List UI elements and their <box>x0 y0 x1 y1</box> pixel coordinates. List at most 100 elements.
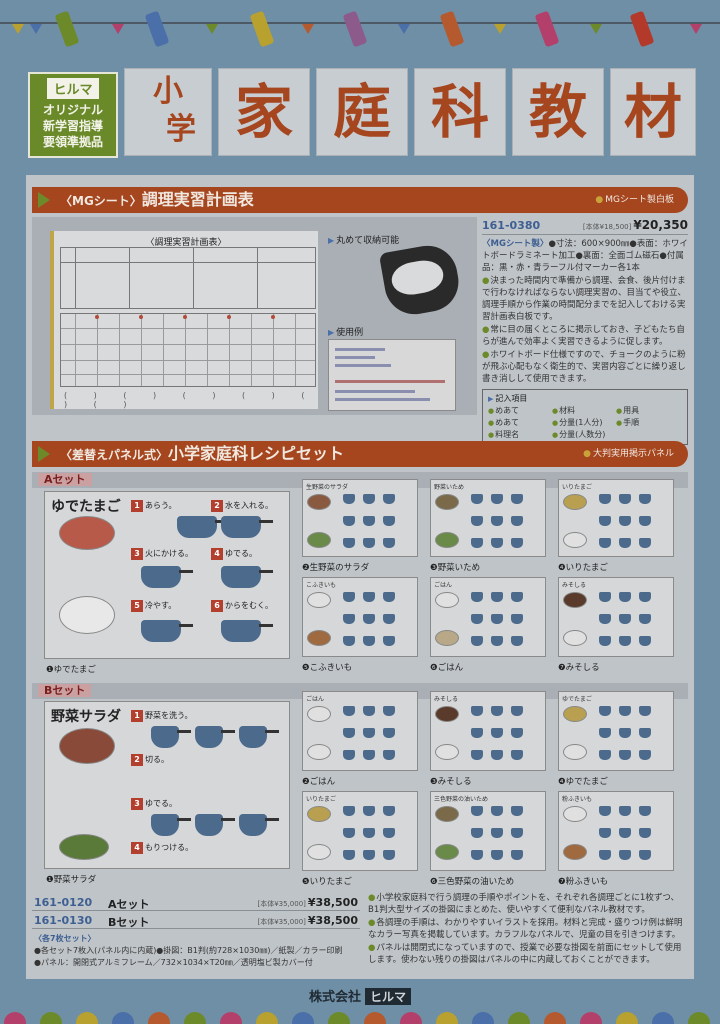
recipe-card: 粉ふきいも <box>558 791 674 871</box>
mg-price-note: [本体¥18,500] <box>582 223 632 231</box>
legend-item: 分量(人数分) <box>552 429 616 441</box>
mg-price-line: 161-0380 [本体¥18,500]¥20,350 <box>482 217 688 235</box>
recipe-card: こふきいも <box>302 577 418 657</box>
legend-item: 分量(1人分) <box>552 417 616 429</box>
recipe-note: 各調理の手順は、わかりやすいイラストを採用。材料と完成・盛りつけ例は鮮明なカラー… <box>368 917 688 941</box>
triangle-icon <box>38 192 50 208</box>
pot-icon <box>221 620 273 642</box>
triangle-icon <box>38 446 50 462</box>
legend-item: めあて <box>488 405 552 417</box>
recipe-caption: ❷生野菜のサラダ <box>302 563 370 573</box>
rolled-sheet-image <box>378 241 464 319</box>
recipe-caption: ❹いりたまご <box>558 563 608 573</box>
recipe-caption: ❻ごはん <box>430 663 464 673</box>
flag-icon <box>590 24 602 34</box>
price-row-a: 161-0120 Aセット [本体¥35,000]¥38,500 <box>32 895 360 911</box>
flag-icon <box>494 24 506 34</box>
clothespin-icon <box>54 10 80 48</box>
mg-product-code: 161-0380 <box>482 219 541 232</box>
company-brand: ヒルマ <box>365 988 412 1005</box>
recipe-caption: ❸みそしる <box>430 777 472 787</box>
mg-spec-text: ●寸法：600×900㎜●表面：ホワイトボードラミネート加工●裏面：全面ゴム磁石… <box>482 239 688 273</box>
logo-brand: ヒルマ <box>47 78 99 99</box>
recipe-note: パネルは開閉式になっていますので、授業で必要な掛図を前面にセットして使用します。… <box>368 942 688 966</box>
planning-sheet: 〈調理実習計画表〉 <box>50 231 318 409</box>
recipe-card: みそしる <box>430 691 546 771</box>
mg-bullet: ホワイトボード仕様ですので、チョークのように粉が飛ぶ心配もなく衛生的で、実習内容… <box>482 349 688 385</box>
recipe-card: いりたまご <box>302 791 418 871</box>
recipe-section-prefix: 〈差替えパネル式〉 <box>60 448 169 462</box>
title-char: 学 <box>166 112 196 147</box>
product-price: [本体¥35,000]¥38,500 <box>257 914 358 927</box>
recipe-caption: ❸野菜いため <box>430 563 481 573</box>
recipe-caption: ❼粉ふきいも <box>558 877 609 887</box>
pot-icon <box>141 566 193 588</box>
legend-item: めあて <box>488 417 552 429</box>
recipe-section-bar: 〈差替えパネル式〉小学家庭科レシピセット 大判実用掲示パネル <box>32 441 688 467</box>
sheet-timeline-grid <box>60 313 316 387</box>
flag-icon <box>398 24 410 34</box>
pot-icon <box>195 726 235 748</box>
set-spec-title: 〈各7枚セット〉 <box>34 934 96 943</box>
mg-image-area: 〈調理実習計画表〉 <box>32 217 477 415</box>
mg-spec: 〈MGシート製〉●寸法：600×900㎜●表面：ホワイトボードラミネート加工●裏… <box>482 238 688 274</box>
flag-icon <box>690 24 702 34</box>
title-tile: 家 <box>218 68 310 156</box>
legend-item: 手順 <box>616 417 680 429</box>
recipe-card: みそしる <box>558 577 674 657</box>
mg-section-bar: 〈MGシート〉調理実習計画表 MGシート製白板 <box>32 187 688 213</box>
flag-icon <box>206 24 218 34</box>
original-logo: ヒルマ オリジナル 新学習指導 要領準拠品 <box>28 72 118 158</box>
sheet-top-grid <box>60 247 316 309</box>
recipe-caption: ❷ごはん <box>302 777 336 787</box>
footer-decoration <box>0 1010 720 1024</box>
title-tile: 庭 <box>316 68 408 156</box>
legend-item: 用具 <box>616 405 680 417</box>
logo-line: 要領準拠品 <box>42 135 103 149</box>
sheet-header: 〈調理実習計画表〉 <box>145 238 227 248</box>
pot-icon <box>177 516 229 538</box>
pot-icon <box>239 726 279 748</box>
pot-icon <box>239 814 279 836</box>
mg-bullet: 常に目の届くところに掲示しておき、子どもたち自らが進んで効率よく実習できるように… <box>482 324 688 348</box>
recipe-notes: 小学校家庭科で行う調理の手順やポイントを、それぞれ各調理ごとに1枚ずつ、B1判大… <box>368 891 688 966</box>
recipe-caption: ❻三色野菜の油いため <box>430 877 515 887</box>
recipe-caption: ❶ゆでたまご <box>46 665 96 675</box>
mg-legend-box: 記入項目 めあて 材料 用具 めあて 分量(1人分) 手順 料理名 分量(人数分… <box>482 389 688 445</box>
eggs-image <box>59 596 115 634</box>
egg-plate-image <box>59 516 115 550</box>
pot-icon <box>151 814 191 836</box>
flag-icon <box>112 24 124 34</box>
price-row-b: 161-0130 Bセット [本体¥35,000]¥38,500 <box>32 913 360 929</box>
recipe-card: 生野菜のサラダ <box>302 479 418 557</box>
recipe-card: 野菜いため <box>430 479 546 557</box>
product-name: Aセット <box>108 898 150 911</box>
clothespin-icon <box>534 10 560 48</box>
clothespin-icon <box>629 10 655 48</box>
mg-product-info: 161-0380 [本体¥18,500]¥20,350 〈MGシート製〉●寸法：… <box>482 217 688 445</box>
legend-item: 料理名 <box>488 429 552 441</box>
clothespin-icon <box>439 10 465 48</box>
set-spec-line: ●パネル：開閉式アルミフレーム／732×1034×T20㎜／透明塩ビ製カバー付 <box>34 958 313 967</box>
vegetables-image <box>59 834 109 860</box>
product-code: 161-0120 <box>34 896 93 909</box>
recipe-card: 三色野菜の油いため <box>430 791 546 871</box>
catalog-panel: 〈MGシート〉調理実習計画表 MGシート製白板 〈調理実習計画表〉 <box>26 175 694 979</box>
set-b-main-title: 野菜サラダ <box>51 709 121 725</box>
flag-icon <box>302 24 314 34</box>
recipe-card: いりたまご <box>558 479 674 557</box>
recipe-section-title: 小学家庭科レシピセット <box>168 444 345 463</box>
pot-icon <box>221 516 273 538</box>
recipe-caption: ❶野菜サラダ <box>46 875 97 885</box>
pot-icon <box>195 814 235 836</box>
logo-line: 新学習指導 <box>42 119 103 133</box>
product-price: [本体¥35,000]¥38,500 <box>257 896 358 909</box>
title-tile: 科 <box>414 68 506 156</box>
